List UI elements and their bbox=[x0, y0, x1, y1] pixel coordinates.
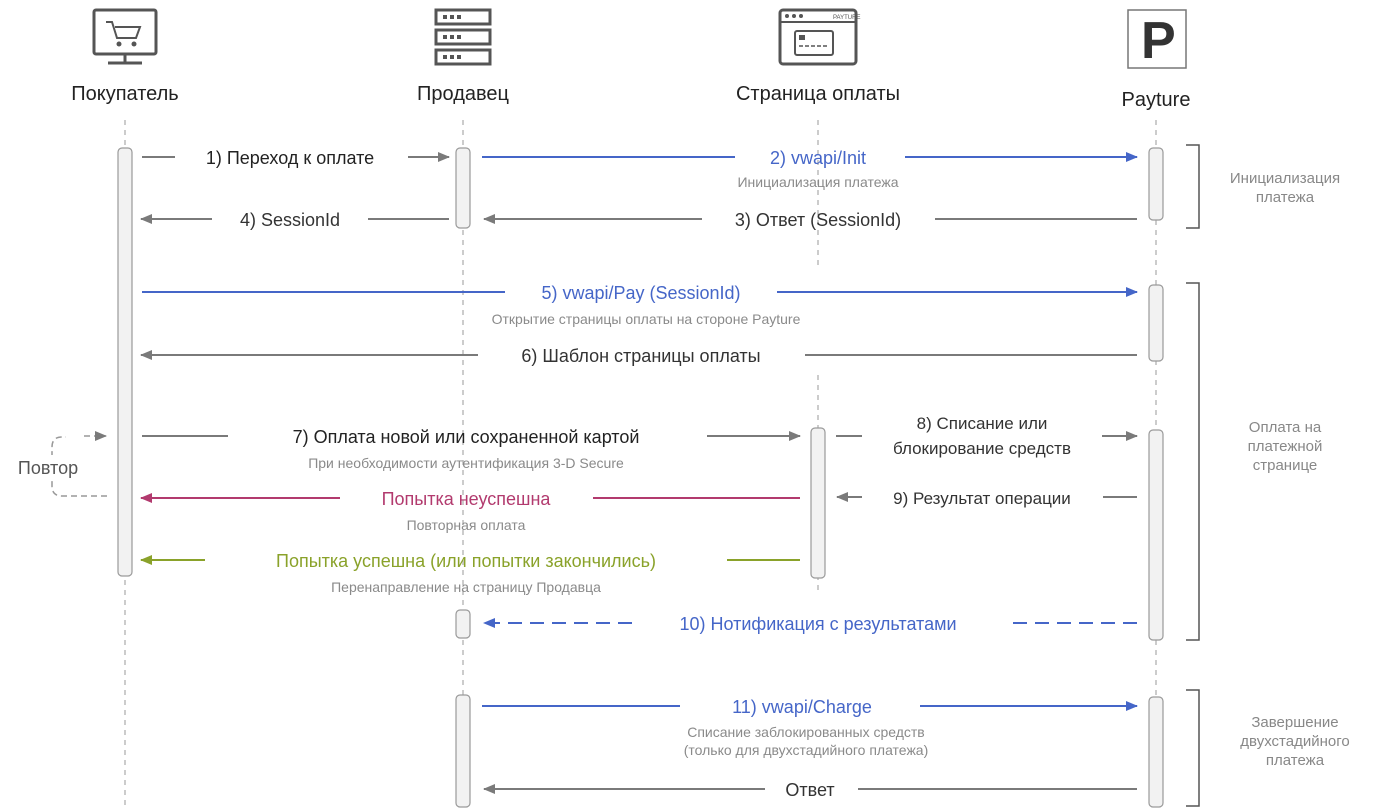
participant-payture: Payture bbox=[1122, 89, 1191, 111]
retry-label: Повтор bbox=[18, 458, 78, 478]
message-2-label: 2) vwapi/Init bbox=[770, 148, 866, 168]
reply-label: Ответ bbox=[785, 780, 834, 800]
participant-buyer: Покупатель bbox=[71, 83, 178, 105]
phase-bracket-payment bbox=[1186, 282, 1200, 641]
activation-seller-charge bbox=[455, 694, 471, 808]
message-10-label: 10) Нотификация с результатами bbox=[679, 614, 956, 634]
success-sub: Перенаправление на страницу Продавца bbox=[331, 579, 601, 595]
activation-payture-charge bbox=[1148, 696, 1164, 808]
logo-letter: P bbox=[1141, 12, 1176, 70]
activation-buyer bbox=[117, 147, 133, 577]
retry-label-bg bbox=[6, 455, 90, 481]
message-7-label: 7) Оплата новой или сохраненной картой bbox=[293, 427, 640, 447]
phase-completion-line1: Завершение bbox=[1251, 714, 1338, 731]
server-icon bbox=[434, 8, 492, 66]
phase-init-line1: Инициализация bbox=[1230, 170, 1340, 187]
payture-logo-icon: P bbox=[1127, 9, 1187, 70]
activation-payture-pay bbox=[1148, 284, 1164, 362]
message-4-label: 4) SessionId bbox=[240, 210, 340, 230]
phase-payment-line3: странице bbox=[1253, 457, 1317, 474]
message-8-line2: блокирование средств bbox=[893, 439, 1071, 458]
browser-brand-text: PAYTURE bbox=[833, 15, 860, 21]
phase-payment-line2: платежной bbox=[1248, 438, 1323, 455]
message-8-line1: 8) Списание или bbox=[917, 414, 1048, 433]
phase-completion-line3: платежа bbox=[1266, 752, 1325, 769]
fail-sub: Повторная оплата bbox=[407, 517, 526, 533]
activation-payture-payment bbox=[1148, 429, 1164, 641]
payment-page-icon: PAYTURE bbox=[778, 8, 860, 66]
message-2-sub: Инициализация платежа bbox=[737, 174, 898, 190]
phase-init-line2: платежа bbox=[1256, 189, 1315, 206]
participant-payment-page: Страница оплаты bbox=[736, 83, 900, 105]
message-11-label: 11) vwapi/Charge bbox=[732, 697, 872, 717]
activation-payture-init bbox=[1148, 147, 1164, 221]
fail-label: Попытка неуспешна bbox=[382, 489, 552, 509]
message-9-label: 9) Результат операции bbox=[893, 489, 1071, 508]
computer-cart-icon bbox=[92, 8, 158, 65]
message-11-sub2: (только для двухстадийного платежа) bbox=[684, 742, 929, 758]
message-11-sub1: Списание заблокированных средств bbox=[687, 724, 925, 740]
success-label: Попытка успешна (или попытки закончились… bbox=[276, 551, 656, 571]
phase-completion-line2: двухстадийного bbox=[1240, 733, 1349, 750]
message-1-label: 1) Переход к оплате bbox=[206, 148, 374, 168]
activation-payment-page bbox=[810, 427, 826, 579]
message-6-label: 6) Шаблон страницы оплаты bbox=[521, 346, 760, 366]
phase-bracket-completion bbox=[1186, 689, 1200, 807]
message-3-label: 3) Ответ (SessionId) bbox=[735, 210, 901, 230]
activation-seller-notify bbox=[455, 609, 471, 639]
message-5-sub: Открытие страницы оплаты на стороне Payt… bbox=[492, 311, 801, 327]
participant-seller: Продавец bbox=[417, 83, 509, 105]
message-5-label: 5) vwapi/Pay (SessionId) bbox=[541, 283, 740, 303]
phase-payment-line1: Оплата на bbox=[1249, 419, 1322, 436]
phase-bracket-init bbox=[1186, 144, 1200, 229]
activation-seller-init bbox=[455, 147, 471, 229]
message-7-sub: При необходимости аутентификация 3-D Sec… bbox=[308, 455, 624, 471]
